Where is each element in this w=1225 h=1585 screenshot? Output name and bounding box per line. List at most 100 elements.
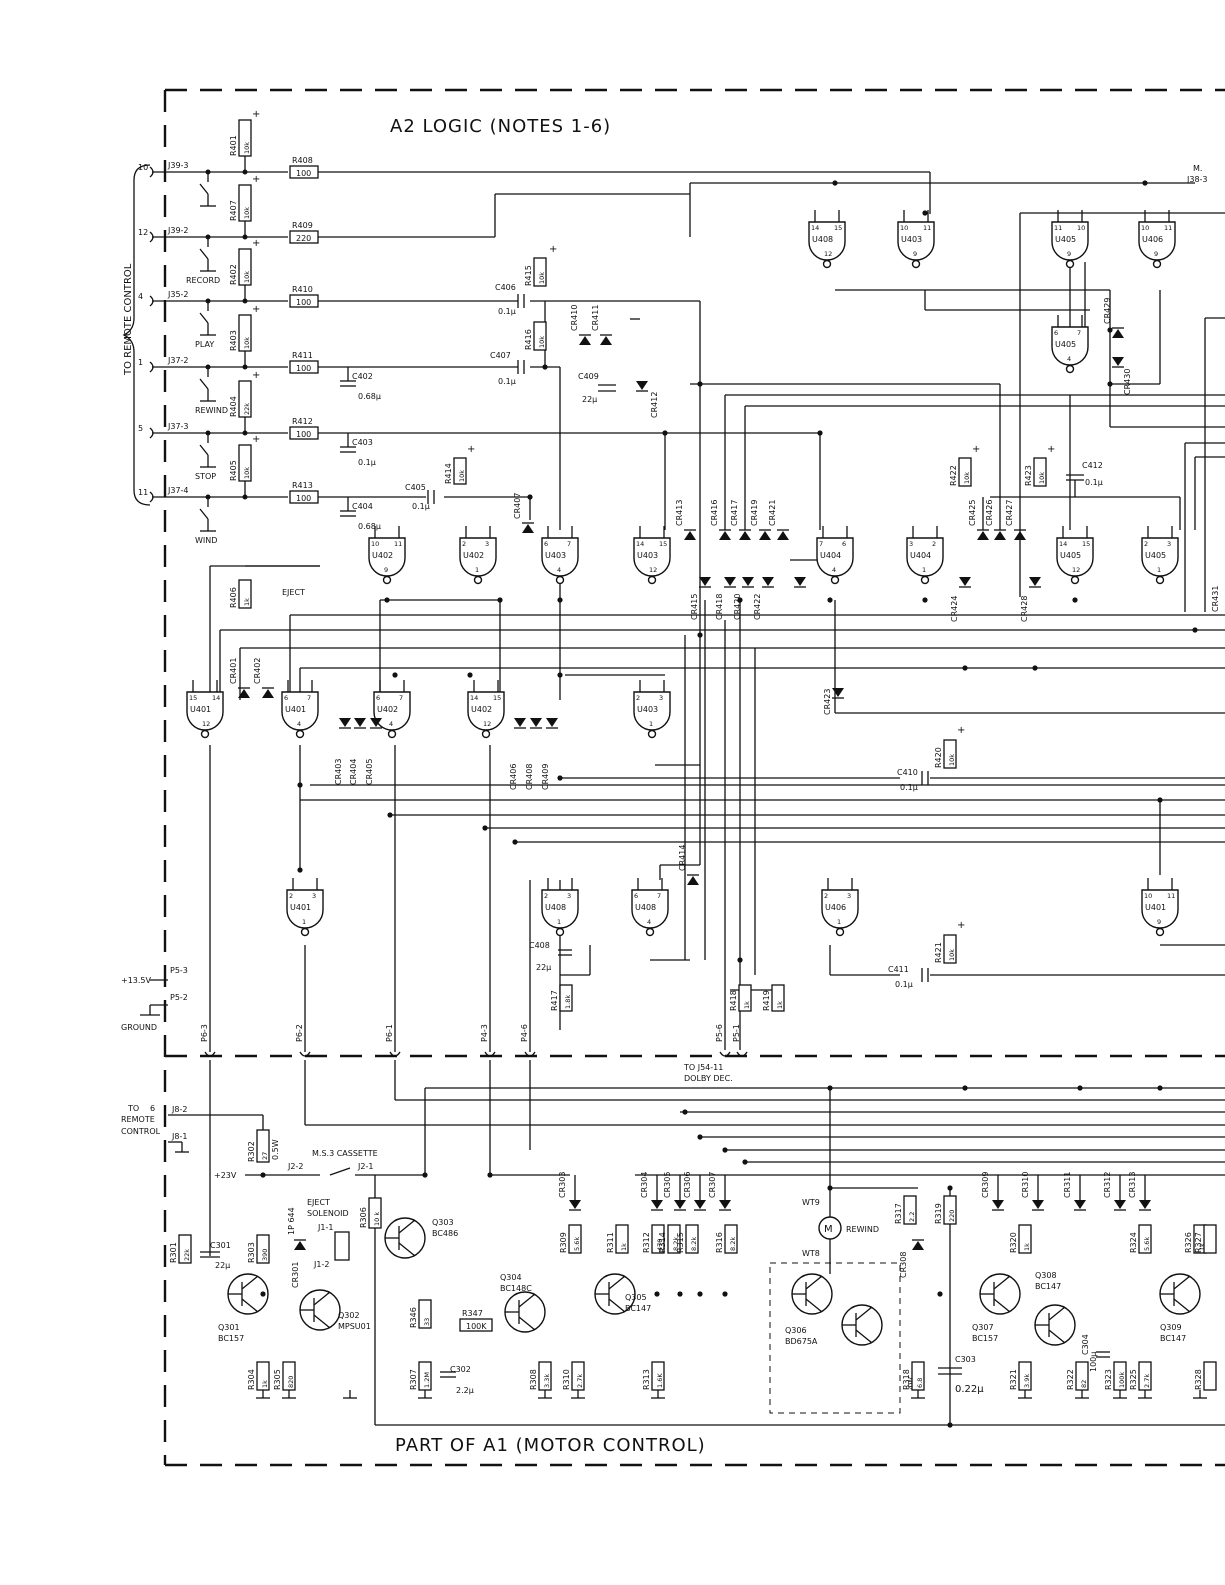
- junction: [497, 597, 503, 603]
- capacitor-name: C411: [888, 965, 909, 974]
- gate-pin: 11: [923, 224, 931, 232]
- nand-gate-u403: [633, 537, 671, 577]
- diode-label: CR311: [1063, 1172, 1072, 1198]
- resistor-value: 2.2: [908, 1212, 916, 1222]
- resistor-name: R328: [1194, 1369, 1203, 1390]
- jack-label: J2-2: [287, 1162, 303, 1171]
- gate-pin: 6: [634, 892, 638, 900]
- transistor-collector: [805, 1275, 823, 1290]
- jack-label: J37-2: [167, 356, 189, 365]
- nand-gate-u405: [1051, 326, 1089, 366]
- resistor-value: 5.6k: [573, 1237, 581, 1251]
- junction: [242, 430, 248, 436]
- junction: [962, 1085, 968, 1091]
- connector-symbol: [524, 1051, 536, 1057]
- transistor-collector: [608, 1275, 626, 1290]
- junction: [922, 210, 928, 216]
- gate-bubble: [835, 927, 845, 937]
- junction: [697, 632, 703, 638]
- gate-pin: 7: [657, 892, 661, 900]
- junction: [737, 597, 743, 603]
- resistor-value: 10k: [243, 271, 251, 283]
- capacitor-value: 0.1μ: [900, 783, 918, 792]
- resistor-value: 1k: [1198, 1243, 1206, 1251]
- diode-label: CR419: [750, 500, 759, 526]
- transistor-collector: [1048, 1306, 1066, 1321]
- gate-bubble: [1152, 259, 1162, 269]
- resistor-value: 27: [261, 1152, 269, 1160]
- resistor-name: R301: [169, 1242, 178, 1263]
- remote-label: REMOTE: [121, 1115, 155, 1124]
- resistor-value: 22k: [243, 403, 251, 415]
- resistor-value: 1k: [776, 1001, 784, 1009]
- resistor-name: R405: [229, 460, 238, 481]
- junction: [260, 1291, 266, 1297]
- resistor-name: R406: [229, 587, 238, 608]
- diode-label: CR416: [710, 500, 719, 526]
- resistor-name: R413: [292, 481, 313, 490]
- diode-label: CR407: [513, 493, 522, 519]
- nand-gate-u405: [1056, 537, 1094, 577]
- junction: [1107, 327, 1113, 333]
- diode-label: CR406: [509, 764, 518, 790]
- resistor-value: 1k: [243, 598, 251, 606]
- capacitor-value: 0.1μ: [1085, 478, 1103, 487]
- junction: [1192, 627, 1198, 633]
- resistor-R317: [903, 1195, 917, 1225]
- transistor-type: BC486: [432, 1229, 458, 1238]
- gate-pin: 11: [394, 540, 402, 548]
- capacitor-name: C301: [210, 1241, 231, 1250]
- gate-out-pin: 1: [649, 720, 653, 728]
- gate-bubble: [1065, 364, 1075, 374]
- resistor-name: R408: [292, 156, 313, 165]
- resistor-value: 100: [296, 494, 311, 503]
- junction: [677, 1291, 683, 1297]
- gate-out-pin: 9: [913, 250, 917, 258]
- junction: [512, 839, 518, 845]
- v23-label: +23V: [214, 1171, 237, 1180]
- gate-out-pin: 9: [1067, 250, 1071, 258]
- resistor-value: 22k: [183, 1249, 191, 1261]
- diode-cr412: [636, 381, 648, 390]
- resistor-R324: [1138, 1224, 1152, 1254]
- transistor-emitter: [855, 1329, 873, 1344]
- resistor-name: R416: [524, 329, 533, 350]
- transistor-emitter: [1048, 1329, 1066, 1344]
- resistor-name: R308: [529, 1369, 538, 1390]
- plus-sign: +: [467, 444, 475, 455]
- switch-label: STOP: [195, 472, 216, 481]
- gate-bubble: [647, 575, 657, 585]
- diode-cr304: [651, 1200, 663, 1209]
- remote-label: TO: [127, 1104, 139, 1113]
- resistor-value: 10k: [243, 142, 251, 154]
- junction: [962, 665, 968, 671]
- gate-bubble: [200, 729, 210, 739]
- diode-label: CR305: [663, 1172, 672, 1198]
- diode-label: CR430: [1123, 369, 1132, 395]
- diode-cr410: [579, 336, 591, 345]
- pin-number: 5: [138, 424, 143, 433]
- resistor-name: R304: [247, 1369, 256, 1390]
- capacitor-name: C403: [352, 438, 373, 447]
- jack-label: J35-2: [167, 290, 189, 299]
- resistor-value: 8.2k: [690, 1237, 698, 1251]
- junction: [557, 672, 563, 678]
- diode-label: CR310: [1021, 1172, 1030, 1198]
- solenoid-label: SOLENOID: [307, 1209, 349, 1218]
- gate-name: U402: [463, 551, 484, 560]
- resistor-name: R311: [606, 1232, 615, 1253]
- diode-label: CR303: [558, 1172, 567, 1198]
- gate-name: U401: [290, 903, 311, 912]
- transistor-emitter: [241, 1298, 259, 1313]
- pin-number: 1: [138, 358, 143, 367]
- capacitor-name: C402: [352, 372, 373, 381]
- gate-pin: 15: [1082, 540, 1090, 548]
- resistor-name: R317: [894, 1203, 903, 1224]
- resistor-name: R415: [524, 265, 533, 286]
- gate-pin: 3: [1167, 540, 1171, 548]
- connector-symbol: [719, 1051, 731, 1057]
- plus-sign: +: [252, 434, 260, 445]
